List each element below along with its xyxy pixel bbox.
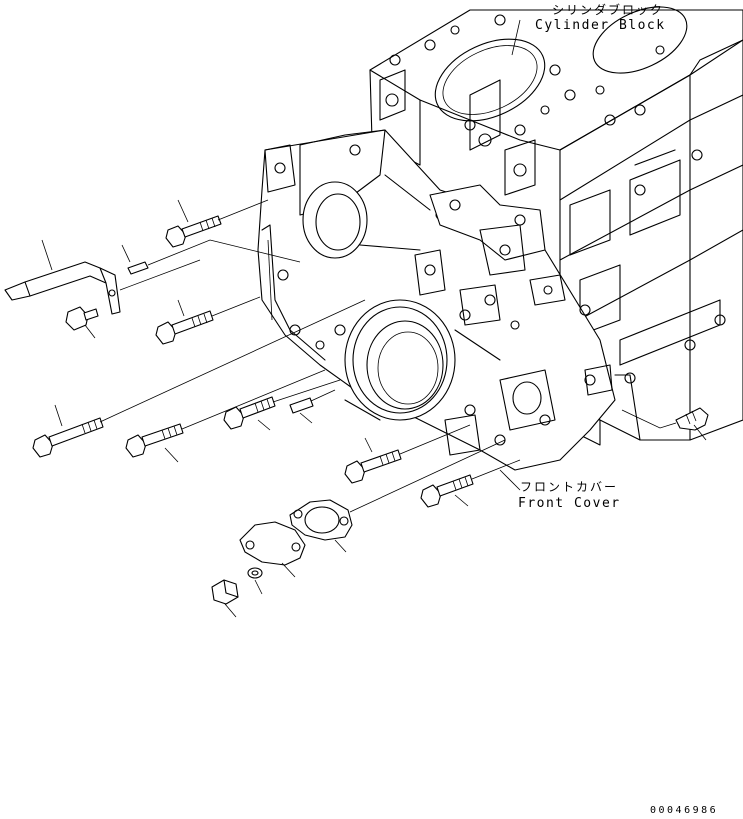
- cylinder-block-label-en: Cylinder Block: [535, 18, 666, 33]
- front-cover-label-jp: フロントカバー: [520, 480, 619, 494]
- bracket: [4, 261, 121, 315]
- small-bolt-left: [65, 306, 99, 331]
- bolt-right: [675, 407, 709, 431]
- bolt-lower-center: [344, 449, 402, 484]
- cylinder-block: [369, 6, 743, 446]
- bolt-upper-left: [165, 215, 222, 248]
- bolt-long-left: [32, 417, 104, 458]
- assembly-lines: [41, 19, 707, 618]
- dowel-pin-middle: [289, 397, 314, 414]
- bolt-middle-left: [155, 310, 214, 345]
- bolt-center-left: [125, 423, 184, 458]
- dowel-pin-upper: [127, 261, 149, 275]
- cylinder-block-label-jp: シリンダブロック: [552, 3, 665, 17]
- gasket: [289, 499, 353, 541]
- bolt-bottom: [211, 579, 239, 605]
- bolt-lower-right: [420, 474, 474, 508]
- cover-plate: [239, 521, 306, 566]
- drawing-code: 00046986: [650, 805, 719, 816]
- washer: [247, 567, 263, 579]
- front-cover-label-en: Front Cover: [518, 496, 621, 511]
- bolt-center: [223, 396, 276, 430]
- front-cover: [257, 129, 616, 471]
